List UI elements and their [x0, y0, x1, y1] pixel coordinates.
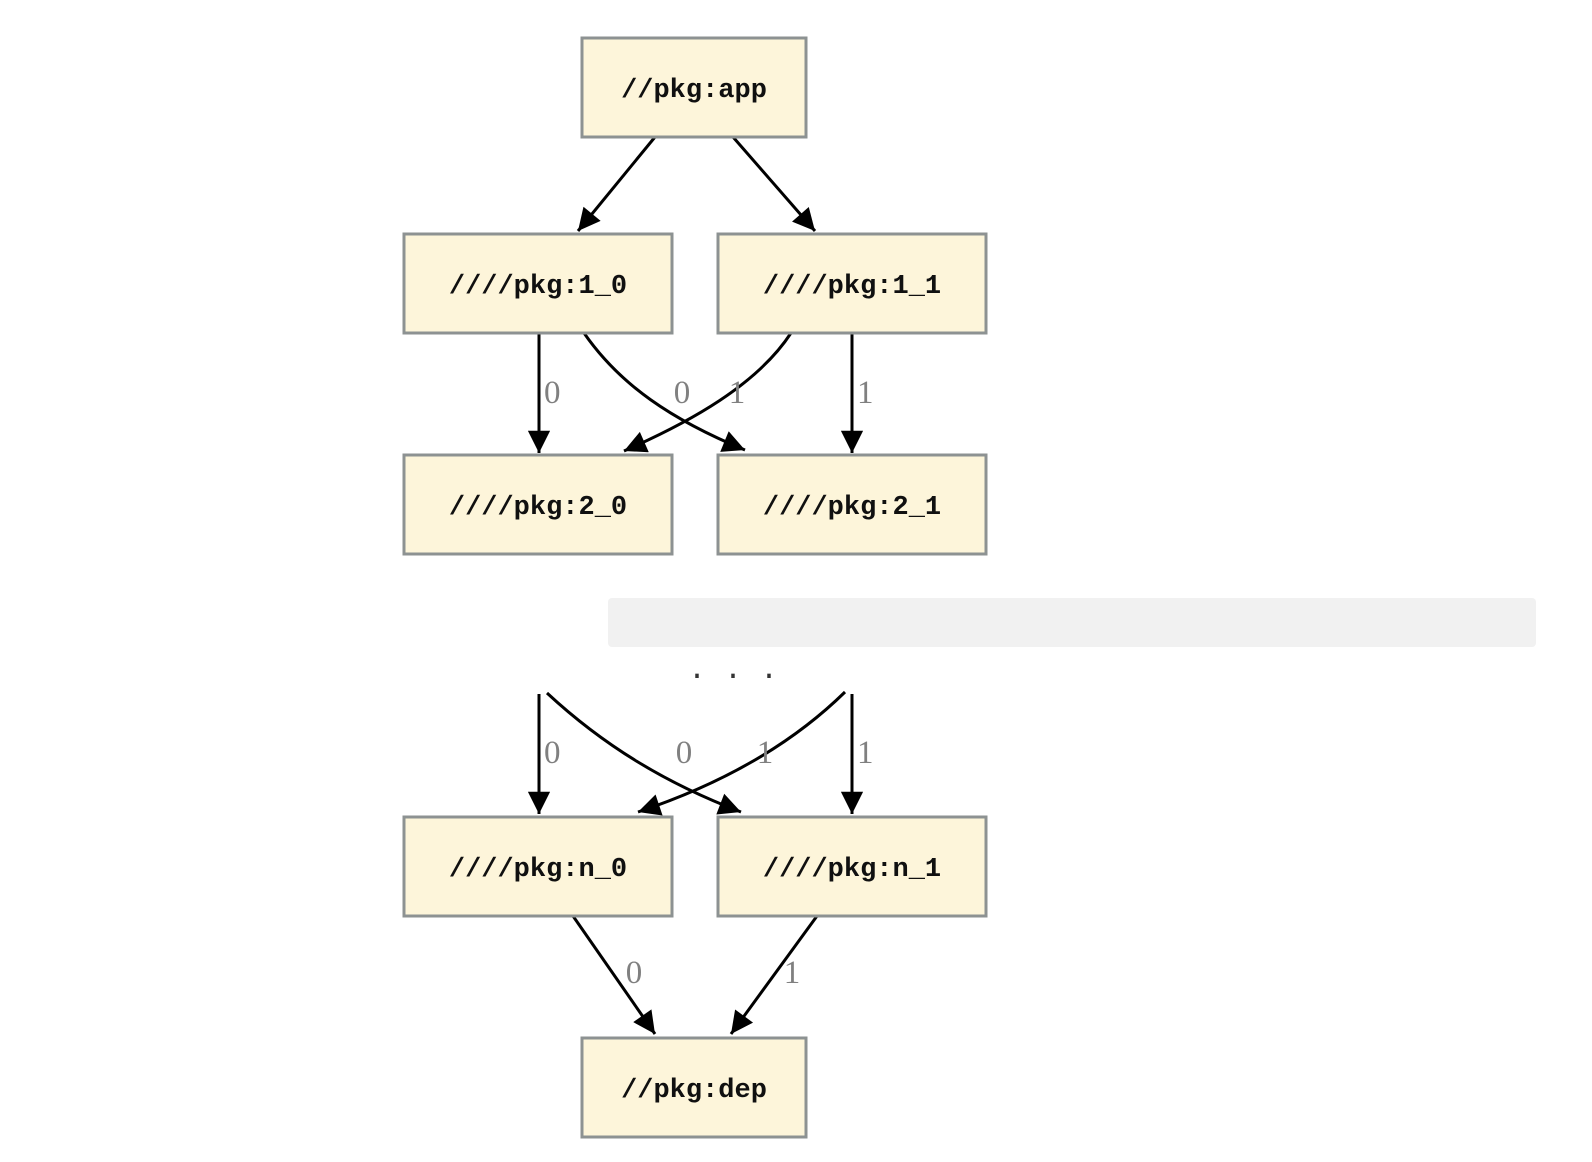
node-label: ////pkg:n_0: [449, 855, 627, 885]
edge-hidden-to-n-0-vertical: 0: [527, 694, 561, 814]
node-pkg-1-0: ////pkg:1_0: [402, 232, 674, 335]
edge-n-1-to-dep: 1: [729, 915, 819, 1035]
edge-label: 0: [676, 735, 693, 771]
edge-1-1-to-2-0: 1: [623, 332, 793, 453]
node-pkg-2-0: ////pkg:2_0: [402, 453, 674, 556]
edge-hidden-to-n-1-vertical: 1: [840, 694, 874, 814]
edge-label: 0: [626, 955, 643, 991]
edge-hidden-to-n-1-diagonal: 0: [545, 691, 742, 815]
edge-1-0-to-2-1: 0: [582, 332, 746, 452]
node-pkg-n-1: ////pkg:n_1: [716, 815, 988, 918]
edge-label: 0: [674, 375, 691, 411]
dependency-graph-bottom: 0 0 1 1 0 1 ////pkg:n_0 ///: [402, 690, 988, 1139]
edge-1-0-to-2-0: 0: [527, 333, 561, 453]
node-label: ////pkg:1_0: [449, 272, 627, 302]
node-pkg-n-0: ////pkg:n_0: [402, 815, 674, 918]
dependency-graph-top: 0 0 1 1 //pkg:app ////pkg:1_0 ////pkg:1_…: [402, 36, 988, 556]
edge-label: 0: [544, 375, 561, 411]
node-label: ////pkg:2_0: [449, 493, 627, 523]
node-pkg-dep: //pkg:dep: [580, 1036, 808, 1139]
edge-label: 1: [857, 375, 874, 411]
node-pkg-1-1: ////pkg:1_1: [716, 232, 988, 335]
edge-app-to-1-1: [731, 136, 817, 232]
ellipsis-text: . . .: [688, 654, 779, 688]
ellipsis-code-block: . . .: [608, 598, 1536, 688]
node-label: ////pkg:2_1: [763, 493, 941, 523]
node-pkg-2-1: ////pkg:2_1: [716, 453, 988, 556]
node-label: //pkg:dep: [621, 1076, 767, 1106]
edge-app-to-1-0: [576, 136, 657, 232]
edge-label: 1: [757, 735, 774, 771]
edge-n-0-to-dep: 0: [571, 915, 657, 1035]
edge-label: 1: [729, 375, 746, 411]
node-label: //pkg:app: [621, 76, 767, 106]
node-label: ////pkg:n_1: [763, 855, 941, 885]
edge-label: 1: [857, 735, 874, 771]
edge-label: 1: [784, 955, 801, 991]
node-label: ////pkg:1_1: [763, 272, 941, 302]
edge-hidden-to-n-0-diagonal: 1: [637, 690, 847, 816]
edge-label: 0: [544, 735, 561, 771]
edge-1-1-to-2-1: 1: [840, 333, 874, 453]
node-pkg-app: //pkg:app: [580, 36, 808, 139]
